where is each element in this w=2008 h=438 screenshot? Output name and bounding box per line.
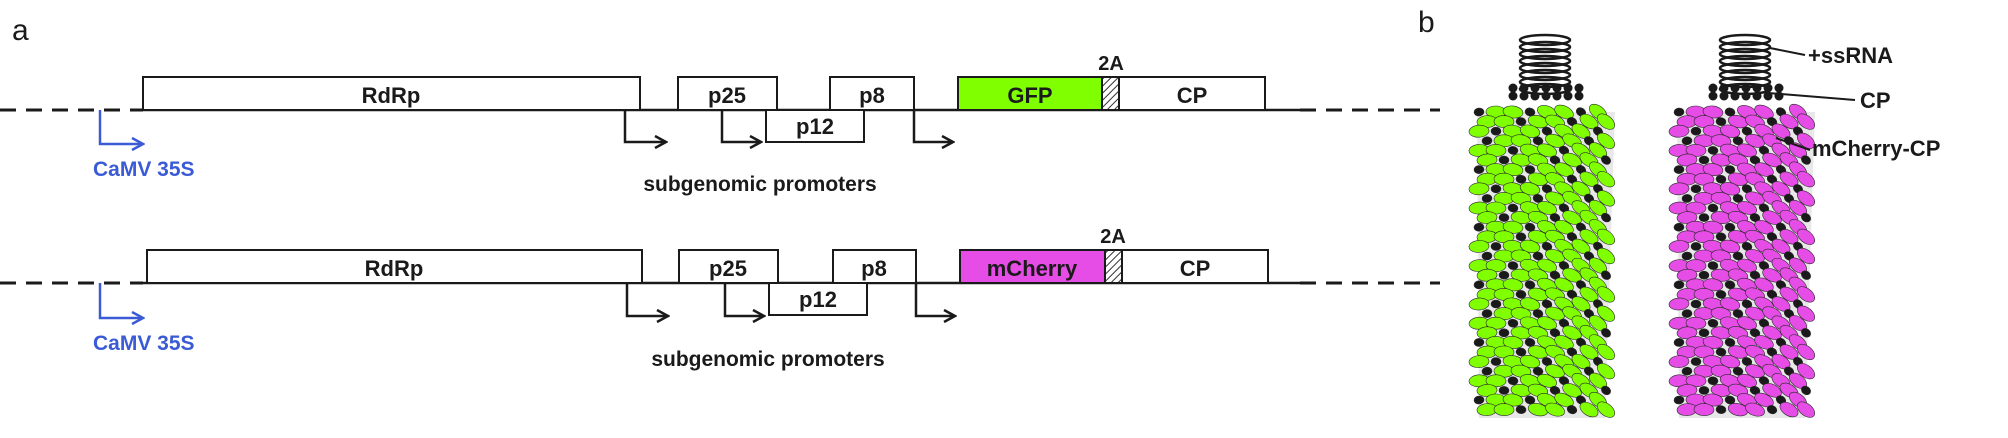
sg-promoter-arrow-2 — [723, 283, 763, 316]
gene-rdrp — [142, 76, 641, 111]
gene-2a-label: 2A — [1098, 53, 1124, 75]
cp-ring — [1508, 83, 1584, 101]
sg-promoter-arrow-2 — [720, 110, 760, 142]
subgenomic-label: subgenomic promoters — [651, 348, 884, 371]
gene-rdrp — [146, 249, 643, 284]
label-mcherry-cp: mCherry-CP — [1812, 136, 1940, 161]
capsid-body — [1668, 103, 1816, 418]
gene-cp-label: CP — [1177, 83, 1208, 108]
sg-promoter-arrow-1 — [625, 283, 667, 316]
callout-line-rna — [1769, 47, 1806, 56]
gene-mcherry — [959, 249, 1106, 284]
camv35s-label: CaMV 35S — [93, 332, 195, 355]
subgenomic-label: subgenomic promoters — [643, 173, 876, 196]
virion-mcherry — [1668, 33, 1816, 418]
gene-p8 — [832, 249, 917, 284]
gene-cp — [1121, 249, 1269, 284]
sg-promoter-arrow-1 — [623, 110, 665, 142]
gene-p8-label: p8 — [859, 83, 885, 108]
gene-p25-label: p25 — [708, 83, 746, 108]
cp-ring — [1708, 83, 1784, 101]
gene-mcherry-label: mCherry — [987, 256, 1078, 281]
camv35s-label: CaMV 35S — [93, 158, 195, 181]
gene-p12-label: p12 — [799, 287, 837, 312]
panel-label-b: b — [1418, 6, 1435, 39]
gene-2a — [1104, 249, 1123, 284]
gene-cp — [1118, 76, 1266, 111]
construct-mcherry: RdRp p25 p8 p12 mCherry 2A CP subgenomic… — [0, 226, 1440, 371]
camv35s-promoter-arrow — [98, 110, 142, 144]
virion-gfp — [1468, 33, 1616, 418]
camv35s-promoter-arrow — [98, 283, 142, 318]
gene-rdrp-label: RdRp — [365, 256, 424, 281]
gene-p8-label: p8 — [861, 256, 887, 281]
gene-p8 — [829, 76, 915, 111]
gene-p12 — [768, 282, 868, 316]
sg-promoter-arrow-3 — [914, 283, 954, 316]
gene-2a-label: 2A — [1100, 226, 1126, 248]
gene-gfp-label: GFP — [1007, 83, 1052, 108]
gene-p12 — [765, 109, 865, 143]
capsid-body — [1468, 103, 1616, 418]
callout-line-fusion — [1775, 137, 1811, 151]
panel-label-a: a — [12, 14, 29, 47]
label-ssrna: +ssRNA — [1808, 43, 1893, 68]
gene-p12-label: p12 — [796, 114, 834, 139]
gene-p25-label: p25 — [709, 256, 747, 281]
gene-p25 — [677, 76, 778, 111]
gene-gfp — [957, 76, 1103, 111]
gene-p25 — [678, 249, 779, 284]
sg-promoter-arrow-3 — [912, 110, 952, 142]
gene-cp-label: CP — [1180, 256, 1211, 281]
gene-rdrp-label: RdRp — [362, 83, 421, 108]
construct-gfp: RdRp p25 p8 p12 GFP 2A CP subgenomic pro… — [0, 53, 1440, 196]
label-cp: CP — [1860, 88, 1891, 113]
callout-line-cp — [1767, 92, 1856, 101]
gene-2a — [1101, 76, 1120, 111]
